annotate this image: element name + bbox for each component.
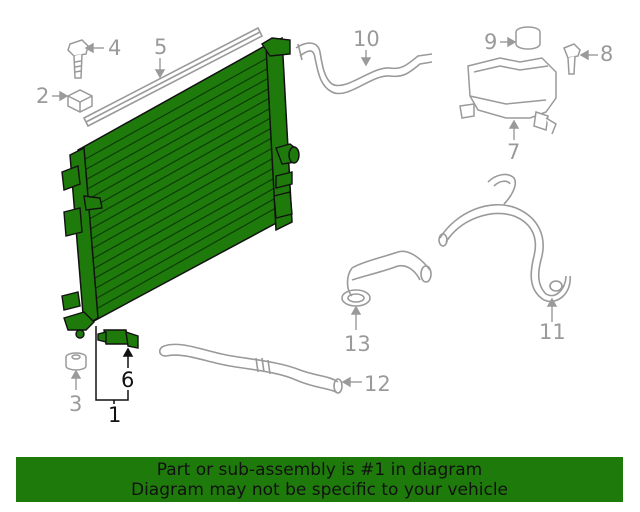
- callout-4: 4: [108, 36, 122, 60]
- callout-8: 8: [600, 42, 614, 66]
- part-4-bolt: [67, 39, 89, 79]
- callout-6: 6: [121, 368, 135, 392]
- callout-7: 7: [507, 140, 521, 164]
- banner-line-1: Part or sub-assembly is #1 in diagram: [156, 459, 483, 480]
- callout-5: 5: [154, 35, 168, 59]
- part-2-clip-nut: [67, 89, 93, 113]
- part-12-hose: [158, 343, 343, 394]
- callout-12: 12: [364, 372, 391, 396]
- callout-13: 13: [344, 332, 371, 356]
- part-7-coolant-reservoir: [459, 57, 557, 135]
- callout-9: 9: [484, 30, 498, 54]
- banner-line-2: Diagram may not be specific to your vehi…: [130, 479, 508, 500]
- part-10-hose: [295, 42, 433, 95]
- part-11-hose: [438, 173, 571, 303]
- part-1-radiator: [61, 36, 300, 339]
- part-5-seal-strip: [82, 26, 264, 128]
- part-6-drain-plug: [97, 329, 139, 349]
- part-3-grommet: [65, 352, 87, 371]
- callout-2: 2: [36, 84, 50, 108]
- leader-lines-highlighted: [95, 326, 134, 404]
- callout-1: 1: [108, 403, 122, 427]
- callout-11: 11: [539, 320, 566, 344]
- part-13-hose: [341, 250, 432, 307]
- info-banner: Part or sub-assembly is #1 in diagram Di…: [16, 457, 623, 502]
- part-9-reservoir-cap: [515, 26, 541, 50]
- parts-diagram: [52, 26, 598, 404]
- callout-3: 3: [69, 392, 83, 416]
- leader-lines: [52, 36, 598, 390]
- callout-10: 10: [353, 27, 380, 51]
- part-8-bolt: [563, 43, 581, 75]
